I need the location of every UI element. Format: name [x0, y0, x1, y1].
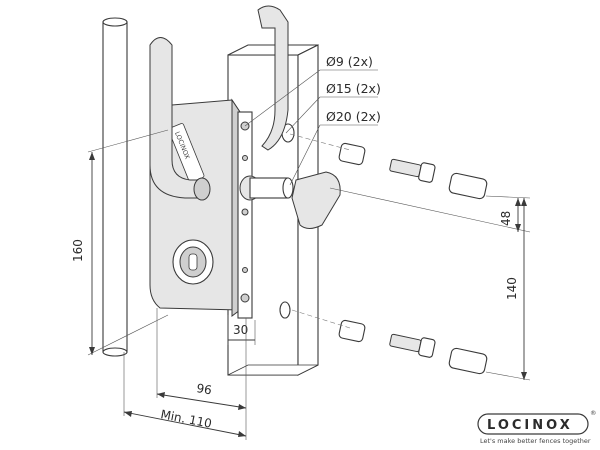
round-post: [102, 17, 128, 357]
handle-front: [149, 37, 211, 201]
fixing-set-bottom: [338, 319, 488, 375]
dimension-min-110-label: Min. 110: [159, 407, 213, 431]
dimension-30-label: 30: [233, 323, 248, 337]
callout-hole-20: Ø20 (2x): [326, 109, 381, 124]
callout-leaders: [244, 69, 378, 186]
dimension-96-label: 96: [196, 381, 213, 397]
dimension-96: 96: [156, 308, 247, 412]
callout-hole-15: Ø15 (2x): [326, 81, 381, 96]
handle-rear: [257, 5, 289, 151]
dimension-140-label: 140: [505, 277, 519, 300]
brand-logo: LOCINOX ® Let's make better fences toget…: [477, 409, 597, 445]
dimension-48: 48: [499, 198, 521, 232]
dimension-30: 30: [227, 315, 256, 345]
dimension-160-label: 160: [71, 239, 85, 262]
fixing-set-top: [338, 142, 488, 200]
dimension-160: 160: [71, 129, 169, 356]
callout-hole-9: Ø9 (2x): [326, 54, 373, 69]
brand-name: LOCINOX: [487, 418, 573, 433]
dimension-140: 140: [505, 198, 527, 380]
brand-tagline: Let's make better fences together: [480, 437, 591, 445]
thumb-turn: [291, 171, 341, 229]
dimension-48-label: 48: [499, 211, 513, 226]
faceplate-screw-bottom: [240, 293, 250, 303]
faceplate: [237, 111, 294, 319]
brand-registered: ®: [590, 409, 597, 417]
profile-hole-bottom: [279, 301, 291, 319]
